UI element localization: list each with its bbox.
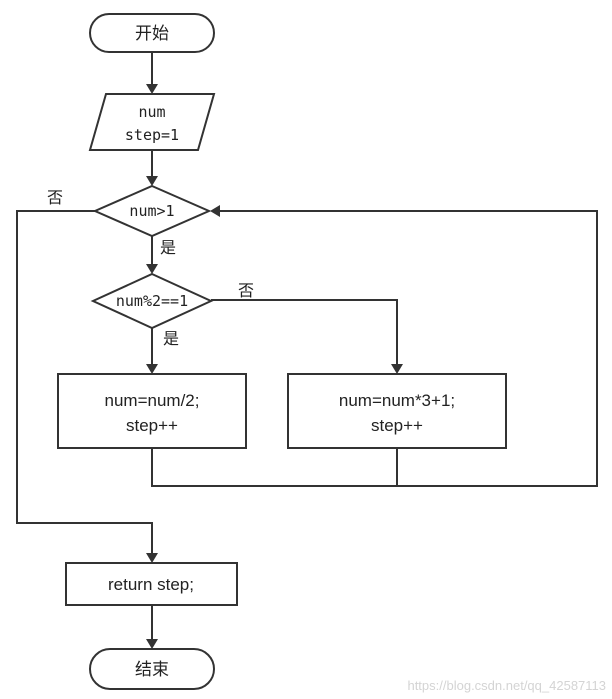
process-label: step++ bbox=[371, 416, 423, 435]
edge-label-cond2-no: 否 bbox=[238, 281, 254, 300]
edge-label-cond1-yes: 是 bbox=[160, 238, 176, 257]
process-odd: num=num*3+1; step++ bbox=[287, 373, 507, 449]
edge-cond2-odd bbox=[211, 299, 398, 364]
return-label: return step; bbox=[108, 575, 194, 594]
decision-label: num%2==1 bbox=[116, 292, 188, 310]
decision-label: num>1 bbox=[129, 202, 174, 220]
arrowhead bbox=[210, 205, 220, 217]
decision-num-gt-1: num>1 bbox=[92, 184, 212, 238]
start-node: 开始 bbox=[89, 13, 215, 53]
decision-num-odd: num%2==1 bbox=[90, 272, 214, 330]
arrowhead bbox=[146, 639, 158, 649]
process-even: num=num/2; step++ bbox=[57, 373, 247, 449]
arrowhead bbox=[146, 364, 158, 374]
arrowhead bbox=[391, 364, 403, 374]
arrowhead bbox=[146, 84, 158, 94]
process-label: num=num*3+1; bbox=[339, 391, 455, 410]
input-label-step: step=1 bbox=[125, 126, 179, 144]
start-label: 开始 bbox=[135, 24, 169, 44]
process-return: return step; bbox=[65, 562, 238, 606]
end-node: 结束 bbox=[89, 648, 215, 690]
edge-label-cond2-yes: 是 bbox=[163, 329, 179, 348]
watermark: https://blog.csdn.net/qq_42587113 bbox=[407, 678, 606, 693]
process-label: step++ bbox=[126, 416, 178, 435]
edge-cond1-return bbox=[16, 210, 153, 553]
input-node: num step=1 bbox=[88, 93, 216, 151]
input-label-num: num bbox=[138, 103, 165, 121]
edge-loop-back bbox=[151, 210, 598, 487]
arrowhead bbox=[146, 553, 158, 563]
connectors bbox=[16, 52, 598, 639]
end-label: 结束 bbox=[135, 660, 169, 680]
arrowhead bbox=[146, 264, 158, 274]
arrowhead bbox=[146, 176, 158, 186]
process-label: num=num/2; bbox=[105, 391, 200, 410]
edge-label-cond1-no: 否 bbox=[47, 188, 63, 207]
arrowheads bbox=[146, 84, 403, 649]
